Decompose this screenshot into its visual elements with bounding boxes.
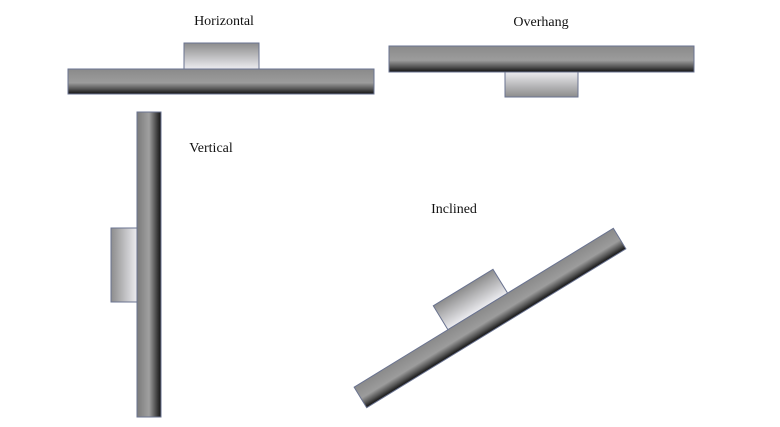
vertical-mount: Vertical [110,111,233,418]
inclined-bar [353,227,627,409]
overhang-bar [388,45,695,73]
inclined-mount: Inclined [353,202,627,409]
horizontal-block [183,42,260,70]
vertical-block [110,227,138,303]
overhang-block [504,71,579,98]
label-horizontal: Horizontal [194,14,254,29]
horizontal-bar [67,68,375,95]
overhang-mount: Overhang [388,15,695,98]
horizontal-mount: Horizontal [67,14,375,95]
vertical-bar [136,111,162,418]
label-vertical: Vertical [189,141,233,156]
label-inclined: Inclined [431,202,477,217]
label-overhang: Overhang [513,15,568,30]
